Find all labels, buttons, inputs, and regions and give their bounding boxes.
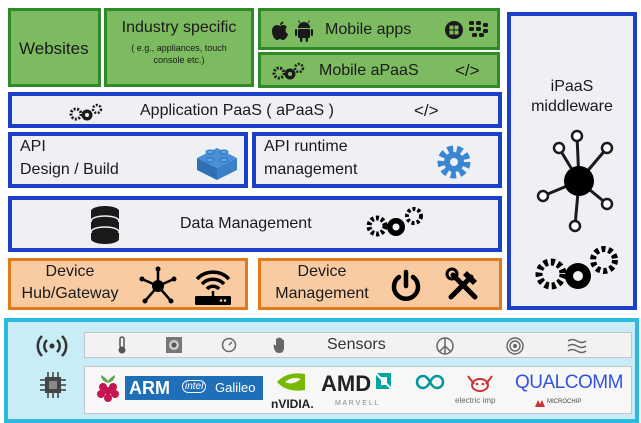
arm-logo: ARM [125, 376, 177, 400]
api-runtime-label-1: API runtime [264, 138, 348, 155]
hardware-sensors-box: Sensors [4, 318, 639, 423]
api-design-label-1: API [20, 138, 46, 155]
blackberry-icon [469, 21, 488, 37]
device-hub-label-2: Hub/Gateway [21, 285, 119, 302]
gauge-icon [221, 337, 237, 353]
api-runtime-label-2: management [264, 161, 358, 178]
api-runtime-box: API runtime management [252, 132, 502, 188]
microchip-logo-text: MICROCHIP [547, 399, 582, 405]
database-icon [90, 206, 120, 244]
ipaas-label: iPaaS [550, 78, 594, 95]
lego-brick-icon [197, 148, 237, 180]
data-management-box: Data Management [8, 196, 502, 252]
device-management-label-2: Management [275, 285, 369, 302]
gears-icon [272, 62, 305, 80]
application-paas-box: Application PaaS ( aPaaS ) </> [8, 92, 502, 128]
camera-icon [166, 337, 182, 353]
electric-imp-logo [467, 375, 493, 392]
ipaas-sublabel: middleware [531, 98, 613, 115]
raspberry-pi-logo [97, 375, 119, 402]
microchip-logo [535, 400, 545, 407]
mobile-apaas-code-icon: </> [455, 61, 480, 80]
arduino-logo [415, 374, 445, 390]
chip-icon [40, 372, 66, 398]
sensors-label: Sensors [327, 336, 386, 353]
apple-icon [272, 21, 288, 40]
tools-icon [445, 267, 478, 300]
broadcast-icon [36, 335, 68, 357]
amd-arrow-icon [376, 373, 391, 389]
windows-phone-icon [445, 21, 463, 39]
gears-large-icon [535, 246, 618, 290]
api-design-box: API Design / Build [8, 132, 248, 188]
mobile-apaas-box: Mobile aPaaS </> [258, 52, 500, 88]
data-management-label: Data Management [180, 215, 312, 232]
nvidia-logo-text: nVIDIA. [271, 397, 314, 411]
gear-icon [437, 145, 471, 179]
hub-network-icon [536, 129, 614, 233]
marvell-logo-text: M A R V E L L [335, 400, 379, 407]
vendor-bar: ARM intel Galileo nVIDIA. AMD M A R V E … [84, 366, 632, 414]
industry-specific-title: Industry specific [121, 19, 237, 36]
peace-motion-icon [436, 337, 454, 355]
websites-label: Websites [19, 39, 89, 58]
device-hub-box: Device Hub/Gateway [8, 258, 248, 310]
signal-icon [506, 337, 524, 355]
gears-icon [69, 103, 103, 121]
arm-logo-text: ARM [129, 378, 170, 398]
gears-icon [366, 207, 423, 237]
hub-network-icon [139, 266, 177, 304]
device-hub-label-1: Device [45, 263, 95, 280]
intel-galileo-logo: intel Galileo [177, 376, 263, 400]
waves-icon [567, 338, 587, 354]
android-icon [295, 20, 313, 42]
hand-icon [273, 337, 284, 353]
galileo-logo-text: Galileo [215, 380, 256, 395]
industry-specific-subtitle-1: ( e.g., appliances, touch [131, 43, 227, 53]
websites-box: Websites [8, 8, 101, 87]
wifi-router-icon [195, 270, 231, 305]
thermometer-icon [118, 336, 126, 354]
power-icon [391, 269, 421, 301]
nvidia-eye-icon [277, 373, 305, 391]
ipaas-middleware-box: iPaaS middleware [507, 12, 637, 310]
device-management-box: Device Management [258, 258, 502, 310]
mobile-apps-box: Mobile apps [258, 8, 500, 50]
industry-specific-box: Industry specific ( e.g., appliances, to… [104, 8, 254, 87]
application-paas-code-icon: </> [414, 101, 439, 120]
electric-imp-logo-text: electric imp [455, 396, 496, 405]
api-design-label-2: Design / Build [20, 161, 119, 178]
intel-logo-text: intel [182, 380, 207, 393]
mobile-apps-label: Mobile apps [325, 21, 412, 38]
amd-logo-text: AMD [321, 371, 372, 396]
application-paas-label: Application PaaS ( aPaaS ) [140, 102, 334, 119]
device-management-label-1: Device [297, 263, 347, 280]
industry-specific-subtitle-2: console etc.) [153, 55, 205, 65]
sensors-bar: Sensors [84, 332, 632, 358]
mobile-apaas-label: Mobile aPaaS [319, 62, 419, 79]
qualcomm-logo-text: QUALCOMM [515, 372, 623, 393]
